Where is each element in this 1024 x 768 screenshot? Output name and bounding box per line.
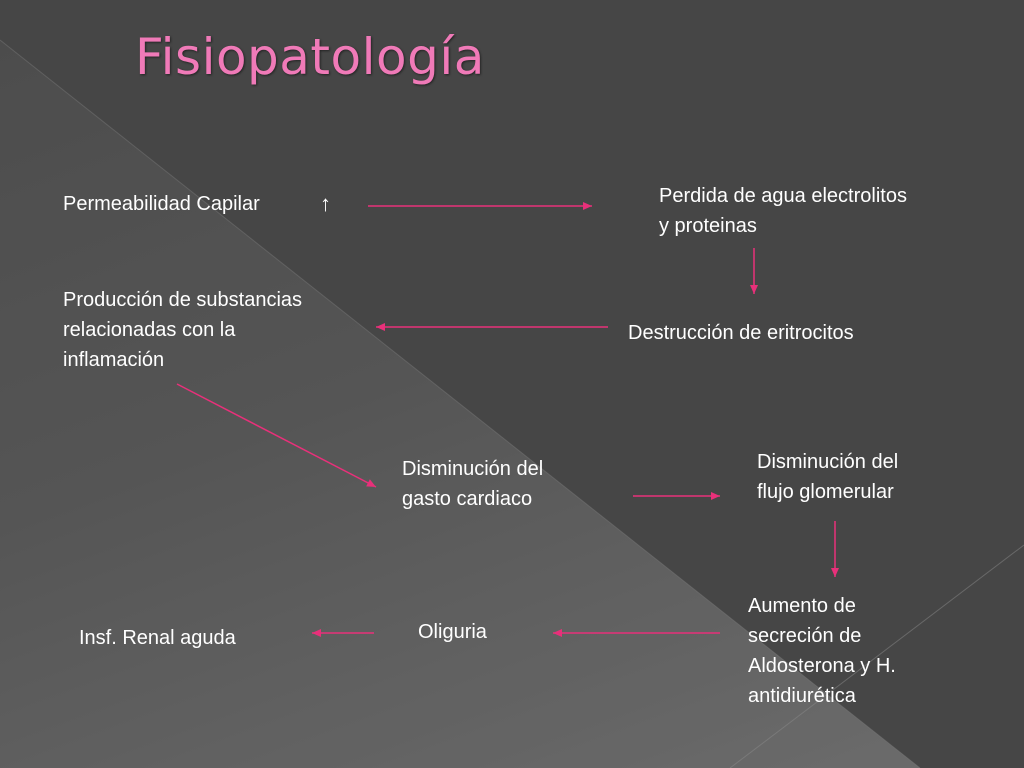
arrowhead-gasto-to-flujo xyxy=(711,492,720,500)
node-oliguria: Oliguria xyxy=(418,621,487,643)
arrow-produccion-to-gasto xyxy=(176,383,377,488)
node-aumento: Aumento de secreción de Aldosterona y H.… xyxy=(748,595,896,707)
node-permeabilidad: Permeabilidad Capilar xyxy=(63,193,260,215)
slide-title: Fisiopatología xyxy=(135,28,485,86)
node-destruccion: Destrucción de eritrocitos xyxy=(628,322,854,344)
arrowhead-aumento-to-oliguria xyxy=(553,629,562,637)
increase-arrow-icon: ↑ xyxy=(320,191,331,216)
background-diagonal-line xyxy=(0,39,921,768)
arrowhead-produccion-to-gasto xyxy=(366,479,376,487)
background-corner-line xyxy=(729,544,1024,768)
node-flujo: Disminución del flujo glomerular xyxy=(757,451,899,503)
arrowhead-destruccion-to-produccion xyxy=(376,323,385,331)
node-perdida: Perdida de agua electrolitos y proteinas xyxy=(659,185,907,237)
node-insf: Insf. Renal aguda xyxy=(79,627,236,649)
arrowhead-permeabilidad-to-perdida xyxy=(583,202,592,210)
arrowhead-perdida-to-destruccion xyxy=(750,285,758,294)
node-gasto: Disminución del gasto cardiaco xyxy=(402,458,544,510)
arrowhead-flujo-to-aumento xyxy=(831,568,839,577)
arrowhead-oliguria-to-insf xyxy=(312,629,321,637)
node-produccion: Producción de substancias relacionadas c… xyxy=(63,289,303,371)
